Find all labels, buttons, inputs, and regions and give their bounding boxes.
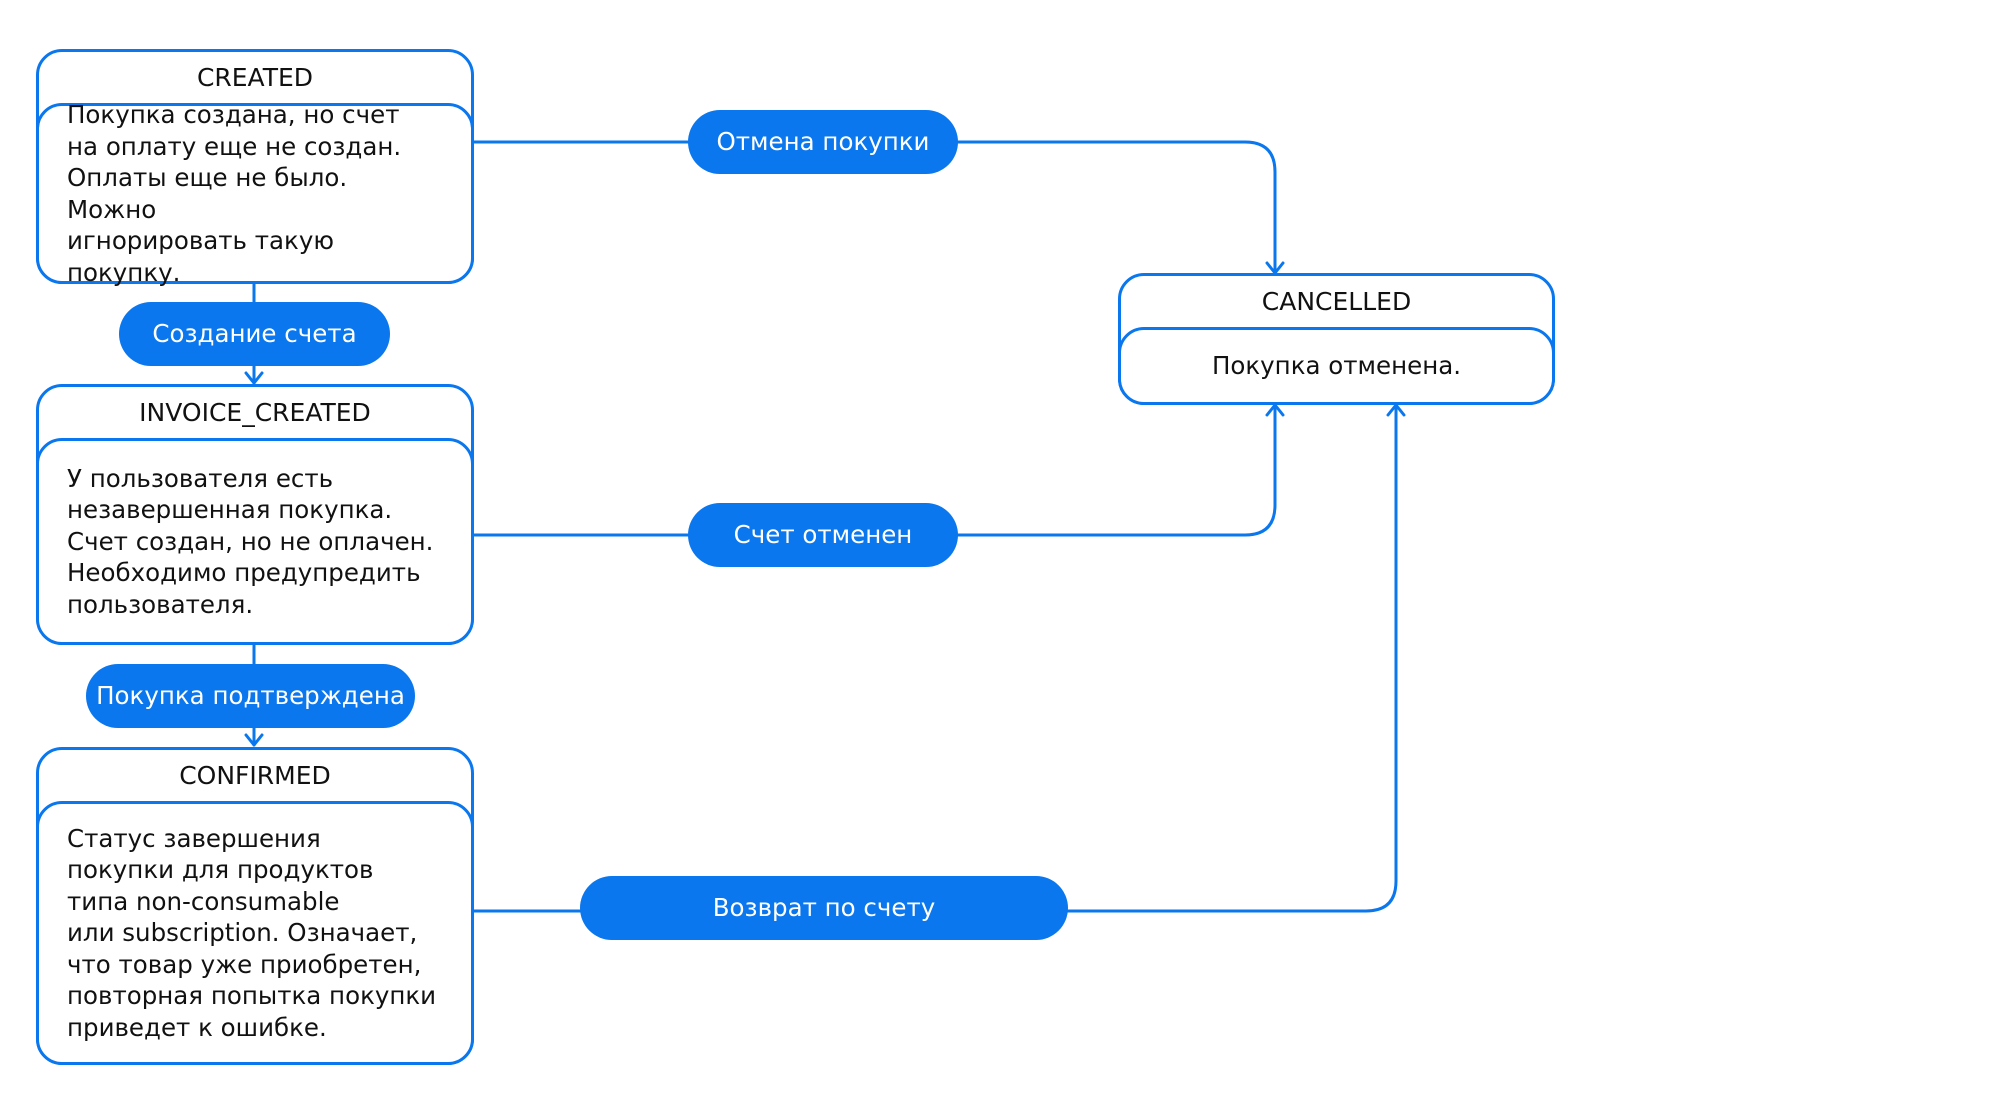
transition-invoice-cancelled: Счет отменен	[688, 503, 958, 567]
state-created-body: Покупка создана, но счет на оплату еще н…	[36, 100, 474, 287]
state-invoice-created: INVOICE_CREATED У пользователя есть неза…	[36, 384, 474, 645]
state-cancelled-body: Покупка отменена.	[1118, 327, 1555, 405]
transition-create-invoice: Создание счета	[119, 302, 390, 366]
state-confirmed-body: Статус завершения покупки для продуктов …	[36, 801, 474, 1065]
connector-cancel-purchase	[471, 140, 1277, 275]
state-confirmed-description: Статус завершения покупки для продуктов …	[67, 823, 437, 1042]
arrowhead-invoice-created	[244, 371, 264, 385]
state-confirmed-title: CONFIRMED	[179, 761, 331, 790]
state-invoice-created-body: У пользователя есть незавершенная покупк…	[36, 438, 474, 645]
state-cancelled-title: CANCELLED	[1261, 287, 1412, 316]
transition-purchase-confirmed: Покупка подтверждена	[86, 664, 415, 728]
connector-refund	[471, 403, 1398, 913]
state-confirmed: CONFIRMED Статус завершения покупки для …	[36, 747, 474, 1065]
state-invoice-created-title: INVOICE_CREATED	[139, 398, 371, 427]
connector-invoice-cancelled	[471, 403, 1277, 537]
state-created: CREATED Покупка создана, но счет на опла…	[36, 49, 474, 287]
transition-cancel-purchase: Отмена покупки	[688, 110, 958, 174]
transition-refund: Возврат по счету	[580, 876, 1068, 940]
arrowhead-cancelled-bottom-left	[1265, 403, 1285, 417]
state-cancelled-description: Покупка отменена.	[1211, 351, 1462, 381]
arrowhead-confirmed	[244, 733, 264, 747]
state-created-description: Покупка создана, но счет на оплату еще н…	[67, 100, 402, 287]
arrowhead-cancelled-bottom-right	[1386, 403, 1406, 417]
state-invoice-created-description: У пользователя есть незавершенная покупк…	[67, 463, 434, 619]
state-created-title: CREATED	[196, 63, 314, 92]
state-cancelled: CANCELLED Покупка отменена.	[1118, 273, 1555, 405]
